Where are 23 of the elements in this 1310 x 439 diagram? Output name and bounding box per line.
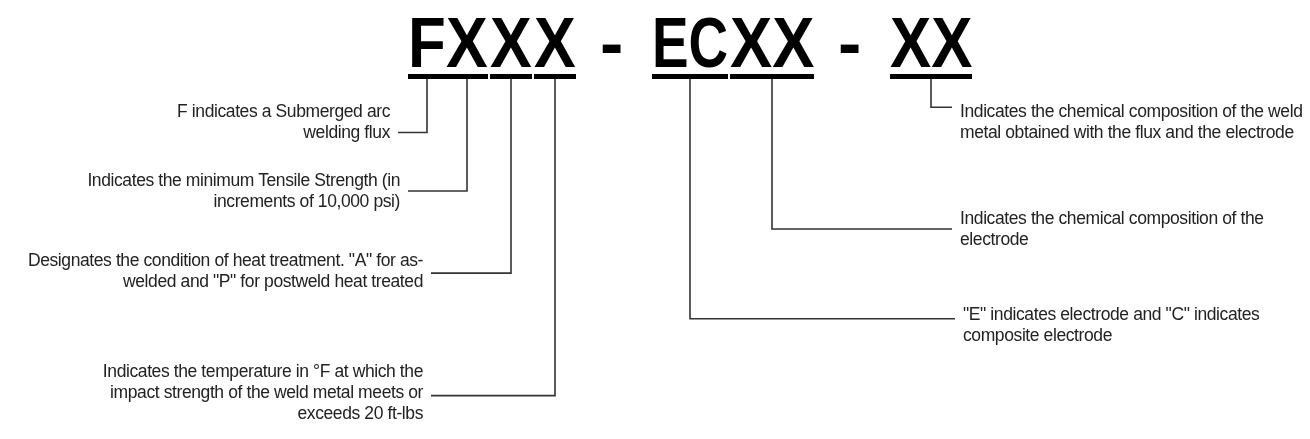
description-text: F indicates a Submerged arc welding flux	[150, 101, 390, 143]
separator-dash: -	[838, 12, 862, 74]
description-text: Indicates the chemical composition of the electrode	[960, 208, 1305, 250]
leader-line	[771, 78, 953, 230]
code-segment: EC	[652, 12, 728, 79]
leader-line	[407, 78, 468, 192]
code-segment: XX	[730, 12, 814, 79]
leader-line	[430, 78, 512, 274]
code-segment: X	[446, 12, 488, 79]
description-text: "E" indicates electrode and "C" indicates composite electrode	[963, 304, 1263, 346]
separator-dash: -	[600, 12, 624, 74]
leader-line	[689, 78, 956, 320]
description-text: Designates the condition of heat treatment. "A" for as-welded and "P" for postweld heat treated	[5, 250, 423, 292]
description-text: Indicates the minimum Tensile Strength (in increments of 10,000 psi)	[10, 170, 400, 212]
code-segment: X	[490, 12, 532, 79]
description-text: Indicates the temperature in °F at which the impact strength of the weld metal meets or exceeds 20 ft-lbs	[60, 361, 423, 424]
leader-line	[430, 78, 556, 397]
description-text: Indicates the chemical composition of the weld metal obtained with the flux and the electrode	[960, 101, 1305, 143]
code-segment: X	[534, 12, 576, 79]
leader-line	[397, 78, 428, 134]
code-segment: XX	[890, 12, 972, 79]
leader-line	[930, 78, 953, 109]
code-segment: F	[408, 12, 446, 79]
